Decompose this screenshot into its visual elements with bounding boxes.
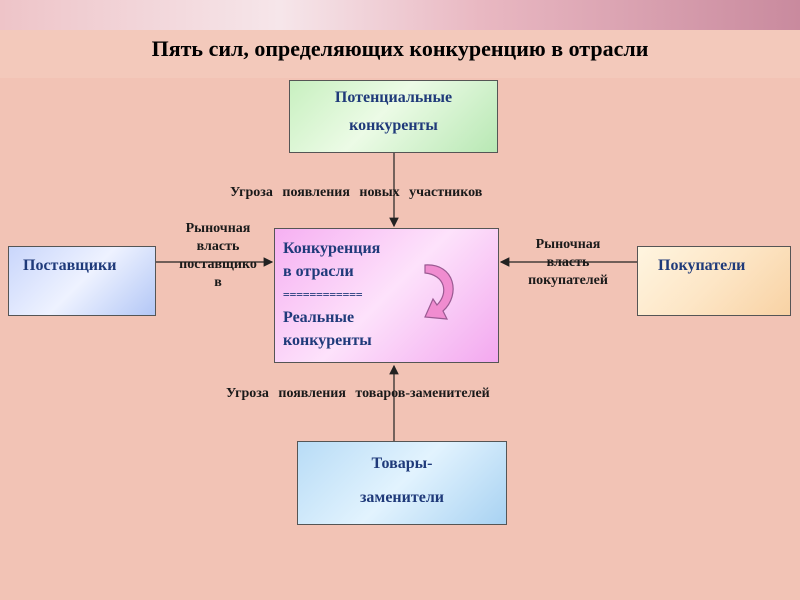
center-line-2: в отрасли <box>283 263 354 280</box>
suppliers-label: Поставщики <box>23 257 117 274</box>
threat-new-entrants-label: Угроза появления новых участников <box>230 185 483 200</box>
supplier-power-line-2: власть <box>196 239 240 254</box>
buyer-power-line-3: покупателей <box>528 273 608 288</box>
buyers-box: Покупатели <box>637 246 791 316</box>
supplier-power-label: Рыночная власть поставщико в <box>166 220 270 292</box>
industry-competition-box: Конкуренция в отрасли ============ Реаль… <box>274 228 499 363</box>
substitutes-line-1: Товары- <box>371 455 433 472</box>
supplier-power-line-3: поставщико <box>179 257 257 272</box>
potential-competitors-box: Потенциальные конкуренты <box>289 80 498 153</box>
title-band <box>0 30 800 78</box>
buyer-power-line-2: власть <box>546 255 590 270</box>
substitute-products-box: Товары- заменители <box>297 441 507 525</box>
center-line-3: Реальные <box>283 309 355 326</box>
buyer-power-line-1: Рыночная <box>535 237 601 252</box>
center-line-1: Конкуренция <box>283 240 381 257</box>
buyers-label: Покупатели <box>658 257 746 274</box>
potential-line-1: Потенциальные <box>334 89 453 106</box>
buyer-power-label: Рыночная власть покупателей <box>512 236 624 290</box>
top-decorative-band <box>0 0 800 30</box>
substitutes-line-2: заменители <box>359 489 445 506</box>
potential-line-2: конкуренты <box>349 117 438 134</box>
suppliers-box: Поставщики <box>8 246 156 316</box>
swirl-arrow-icon <box>424 264 454 320</box>
page-title: Пять сил, определяющих конкуренцию в отр… <box>151 36 649 61</box>
supplier-power-line-1: Рыночная <box>185 221 251 236</box>
center-separator: ============ <box>283 288 363 301</box>
threat-substitutes-label: Угроза появления товаров-заменителей <box>226 386 490 401</box>
center-line-4: конкуренты <box>283 332 372 349</box>
supplier-power-line-4: в <box>214 275 222 290</box>
